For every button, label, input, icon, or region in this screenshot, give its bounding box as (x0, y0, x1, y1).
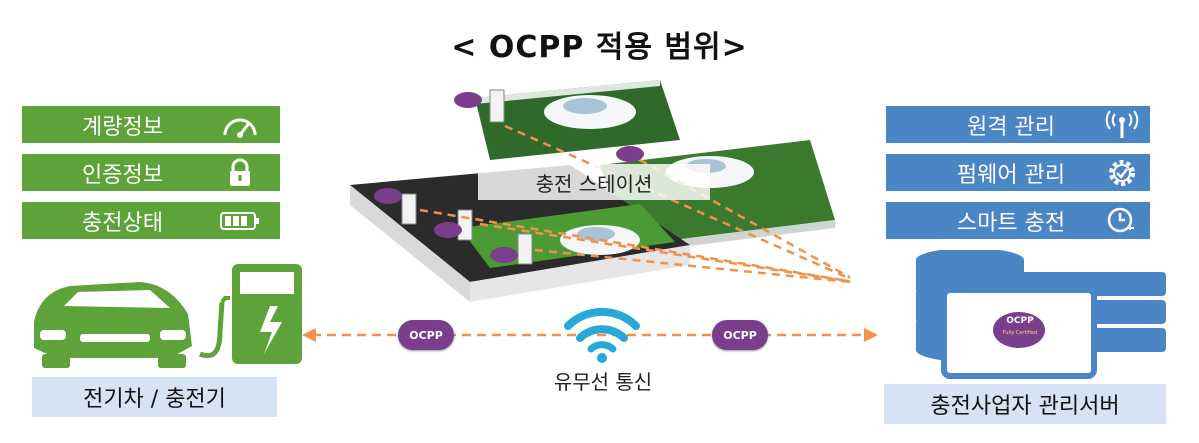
right-item-firmware: 펌웨어 관리 (886, 154, 1150, 191)
left-item-status: 충전상태 (22, 202, 280, 239)
wifi-icon (564, 307, 640, 363)
diagram-title: < OCPP 적용 범위> (451, 30, 748, 65)
right-item-label: 원격 관리 (967, 114, 1055, 140)
station-label: 충전 스테이션 (478, 164, 710, 200)
right-item-label: 펌웨어 관리 (956, 162, 1066, 188)
clock-plug-icon (1102, 206, 1142, 236)
right-item-label: 스마트 충전 (956, 210, 1066, 236)
left-item-label: 인증정보 (82, 162, 163, 188)
left-item-label: 계량정보 (82, 114, 163, 140)
left-item-metering: 계량정보 (22, 106, 280, 143)
right-item-remote: 원격 관리 (886, 106, 1150, 143)
ocpp-badge-left: OCPP (398, 320, 454, 350)
server-illustration (916, 250, 1166, 379)
left-item-auth: 인증정보 (22, 154, 280, 191)
gear-icon (1102, 158, 1142, 188)
server-badge-sub: Fully Certified (1002, 330, 1038, 336)
right-item-smart-charging: 스마트 충전 (886, 202, 1150, 239)
car-icon (34, 282, 192, 368)
lock-icon (220, 158, 260, 188)
ev-charger-caption: 전기차 / 충전기 (32, 377, 277, 417)
charger-icon (232, 264, 302, 364)
battery-icon (220, 206, 260, 236)
server-badge: OCPP (1006, 316, 1034, 326)
gauge-icon (220, 110, 260, 140)
ev-charger-illustration (34, 264, 302, 368)
server-caption: 충전사업자 관리서버 (884, 384, 1166, 424)
ocpp-badge-right: OCPP (712, 320, 768, 350)
left-item-label: 충전상태 (82, 210, 163, 236)
wireless-label: 유무선 통신 (553, 370, 653, 394)
antenna-icon (1102, 109, 1142, 140)
